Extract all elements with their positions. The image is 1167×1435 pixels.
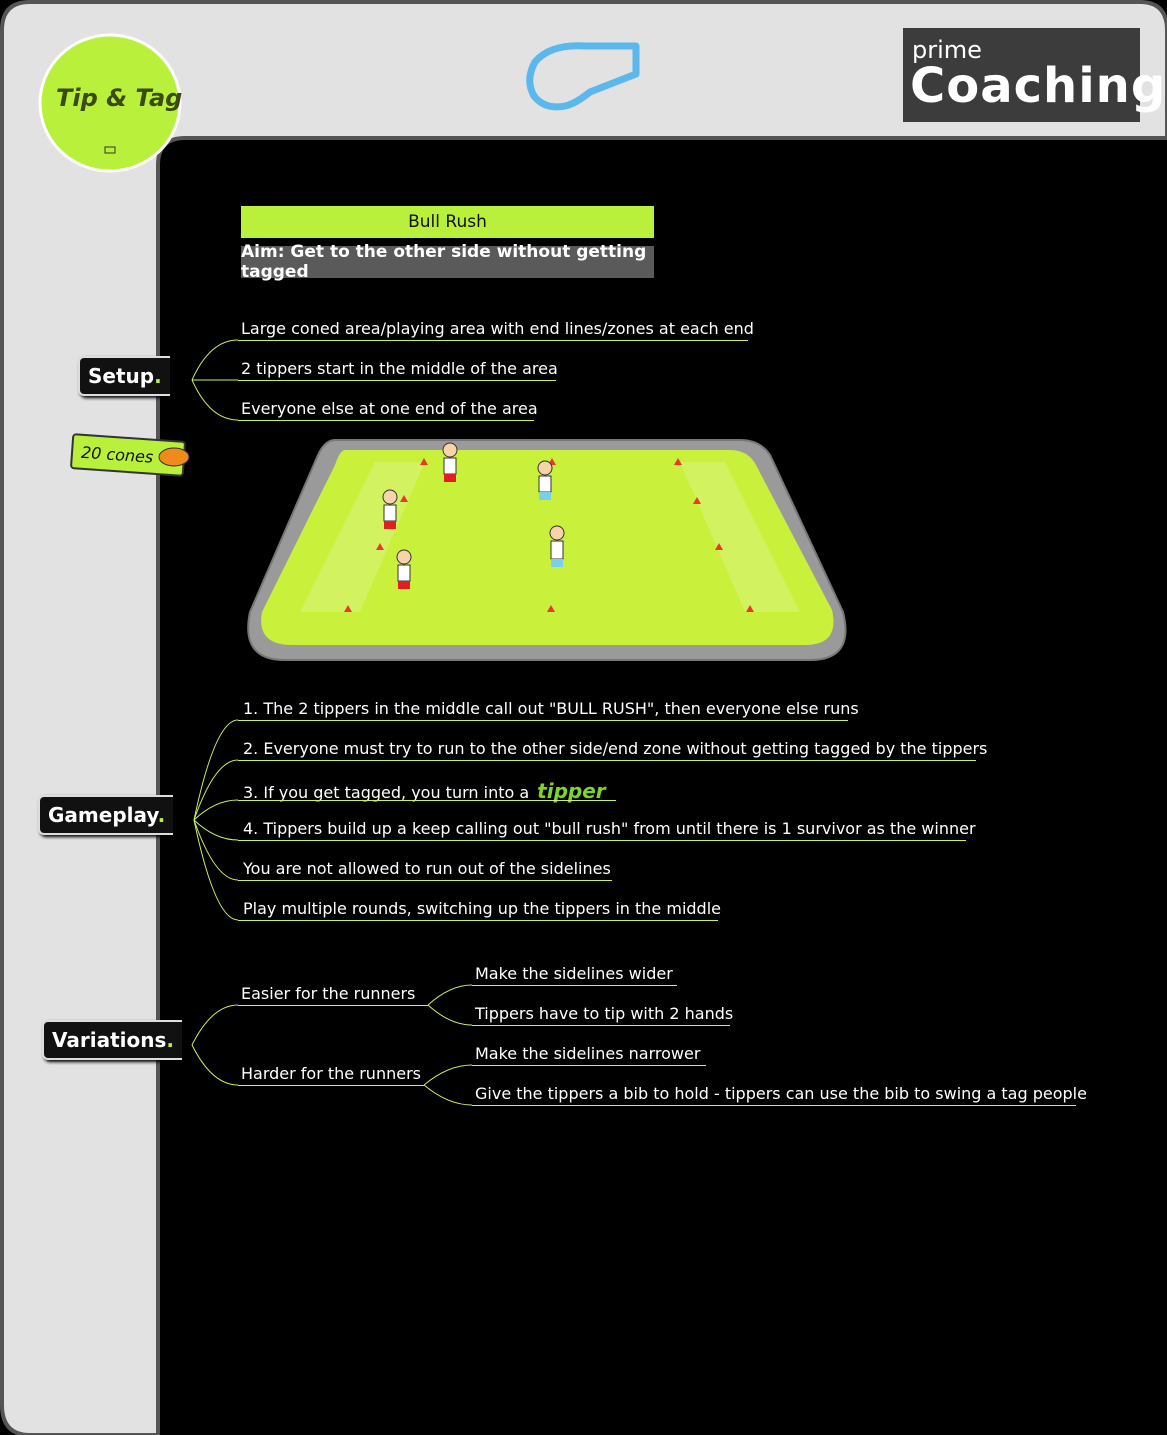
session-title: Bull Rush <box>241 206 654 238</box>
gameplay-item-4: 4. Tippers build up a keep calling out "… <box>243 819 976 838</box>
variations-badge: Variations. <box>42 1020 183 1060</box>
playing-field-illustration <box>247 439 847 661</box>
whistle-icon <box>526 42 640 111</box>
badge-title: Tip & Tag <box>56 84 183 112</box>
setup-item-2: 2 tippers start in the middle of the are… <box>241 359 558 378</box>
setup-badge: Setup. <box>78 356 170 396</box>
variation-harder-item-1: Make the sidelines narrower <box>475 1044 701 1063</box>
cones-label: 20 cones <box>80 442 154 467</box>
setup-item-3: Everyone else at one end of the area <box>241 399 538 418</box>
variations-label: Variations <box>52 1028 167 1052</box>
variation-easier-item-1: Make the sidelines wider <box>475 964 673 983</box>
variation-group-easier: Easier for the runners <box>241 984 416 1003</box>
logo-prime-text: prime <box>912 36 982 64</box>
gameplay-label: Gameplay <box>48 803 158 827</box>
setup-label: Setup <box>88 364 155 388</box>
gameplay-item-1: 1. The 2 tippers in the middle call out … <box>243 699 859 718</box>
setup-item-1: Large coned area/playing area with end l… <box>241 319 754 338</box>
cone-icon <box>158 447 190 467</box>
gameplay-item-5: You are not allowed to run out of the si… <box>243 859 611 878</box>
variation-group-harder: Harder for the runners <box>241 1064 421 1083</box>
gameplay-item-2: 2. Everyone must try to run to the other… <box>243 739 988 758</box>
gameplay-badge: Gameplay. <box>38 795 174 835</box>
tipper-word: tipper <box>537 779 606 803</box>
prime-coaching-logo <box>903 28 1140 122</box>
variation-harder-item-2: Give the tippers a bib to hold - tippers… <box>475 1084 1087 1103</box>
gameplay-item-6: Play multiple rounds, switching up the t… <box>243 899 721 918</box>
variation-easier-item-2: Tippers have to tip with 2 hands <box>475 1004 734 1023</box>
logo-coaching-text: Coaching <box>910 58 1167 114</box>
session-aim: Aim: Get to the other side without getti… <box>241 242 654 282</box>
